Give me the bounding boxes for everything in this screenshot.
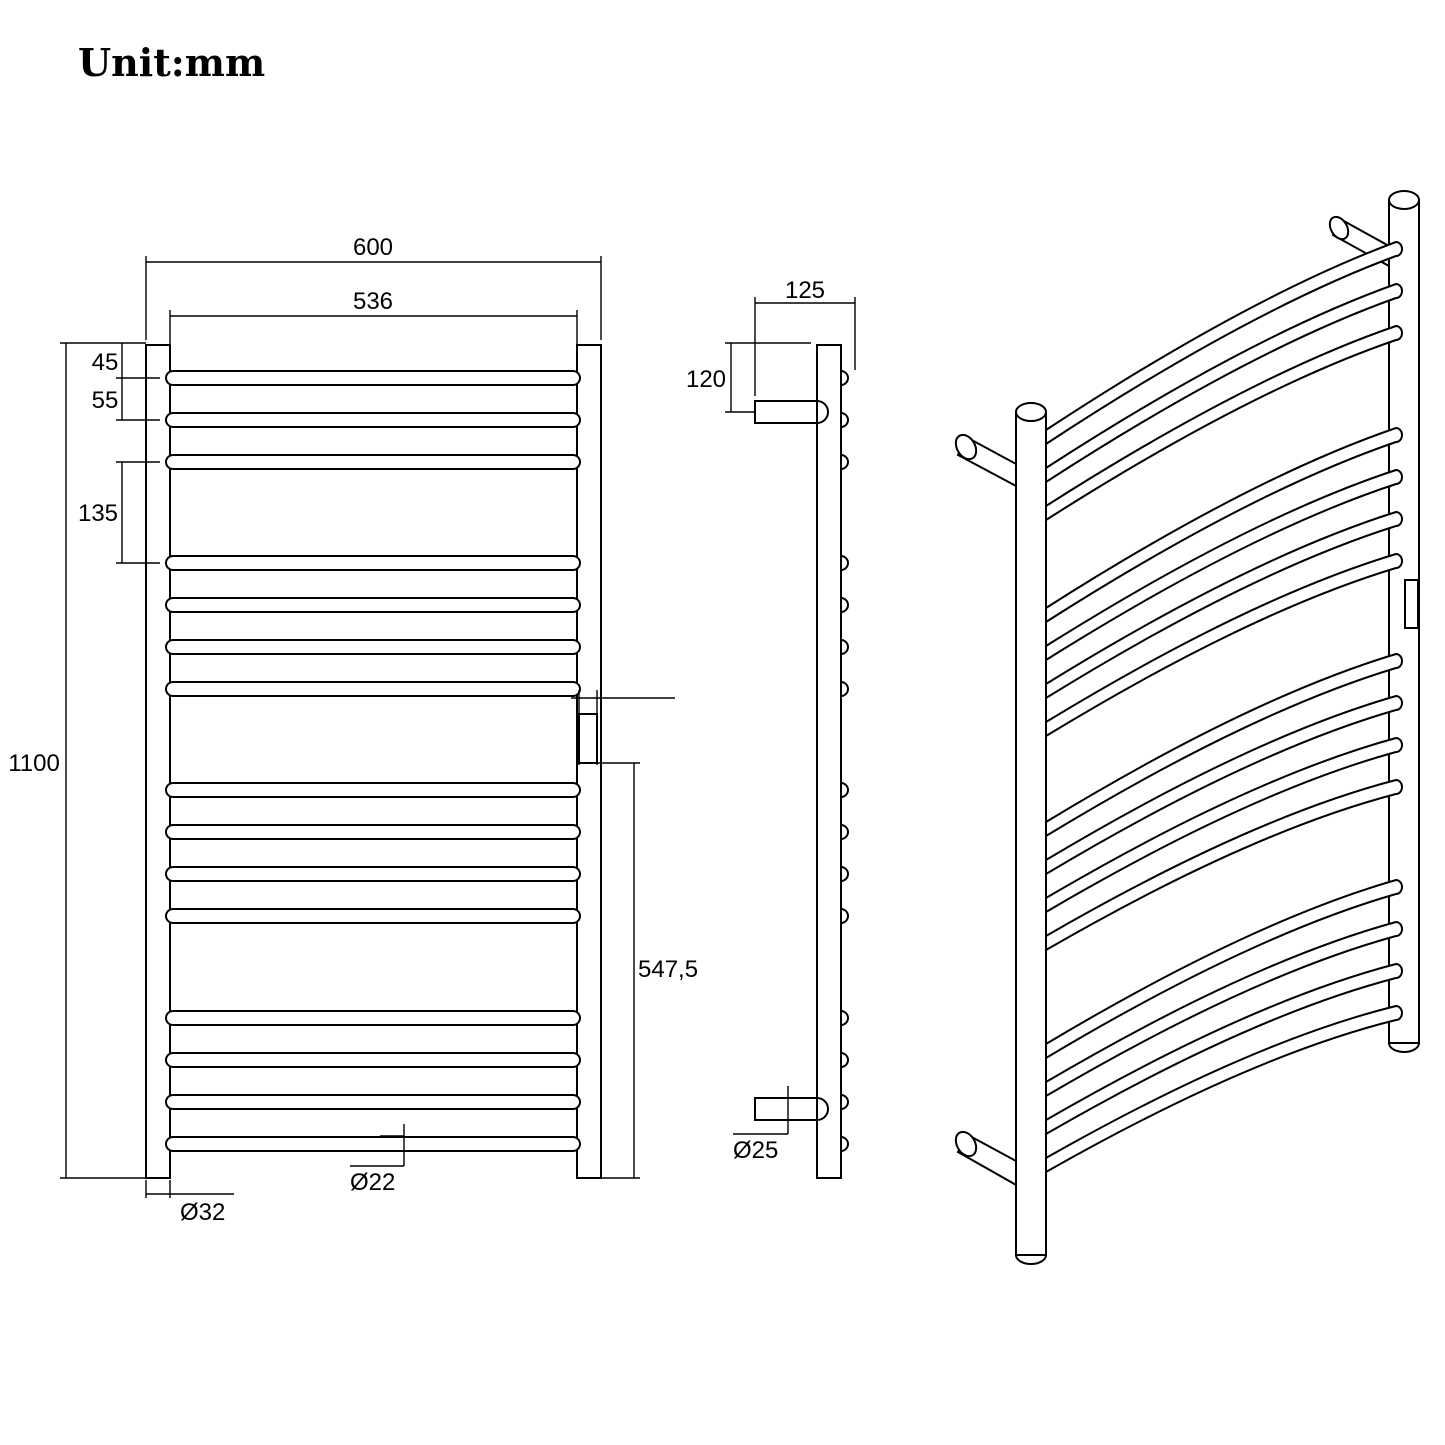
dim-120: 120 xyxy=(686,366,726,393)
dim-125: 125 xyxy=(785,277,825,304)
dim-600: 600 xyxy=(353,234,393,261)
side-post xyxy=(816,344,842,1179)
perspective-bar-1 xyxy=(1045,240,1403,445)
front-bar-3 xyxy=(165,454,581,470)
perspective-bars xyxy=(1045,240,1403,1173)
perspective-connection-box xyxy=(1404,579,1419,629)
connection-box xyxy=(578,713,598,764)
perspective-bar-7 xyxy=(1045,552,1403,737)
perspective-bar-6 xyxy=(1045,510,1403,699)
right-post xyxy=(576,344,602,1179)
side-bar-end-15 xyxy=(840,1136,849,1152)
side-bar-end-5 xyxy=(840,597,849,613)
front-bar-14 xyxy=(165,1094,581,1110)
perspective-bar-11 xyxy=(1045,778,1403,951)
perspective-bar-4 xyxy=(1045,426,1403,623)
perspective-left-post xyxy=(1015,411,1047,1256)
perspective-bar-10 xyxy=(1045,736,1403,913)
front-bar-11 xyxy=(165,908,581,924)
front-bar-6 xyxy=(165,639,581,655)
perspective-bar-12 xyxy=(1045,878,1403,1059)
front-view: 600 536 1100 45 55 135 547 xyxy=(8,234,698,1226)
dim-45: 45 xyxy=(92,349,119,376)
dim-135: 135 xyxy=(78,500,118,527)
unit-title: Unit:mm xyxy=(78,40,266,85)
side-view: 125 120 Ø25 xyxy=(686,277,856,1179)
perspective-bar-13 xyxy=(1045,920,1403,1097)
side-bar-end-4 xyxy=(840,555,849,571)
side-bar-ends xyxy=(840,370,849,1152)
dim-diameter-32: Ø32 xyxy=(180,1199,225,1226)
perspective-bar-3 xyxy=(1045,324,1403,521)
perspective-bar-15 xyxy=(1045,1004,1403,1173)
dim-55: 55 xyxy=(92,387,119,414)
dim-diameter-25: Ø25 xyxy=(733,1137,778,1164)
front-bar-15 xyxy=(165,1136,581,1152)
perspective-bar-2 xyxy=(1045,282,1403,483)
side-bar-end-6 xyxy=(840,639,849,655)
side-bar-end-14 xyxy=(840,1094,849,1110)
front-bar-2 xyxy=(165,412,581,428)
dim-1100: 1100 xyxy=(8,750,60,777)
front-bar-4 xyxy=(165,555,581,571)
perspective-bar-9 xyxy=(1045,694,1403,875)
side-bar-end-1 xyxy=(840,370,849,386)
perspective-bar-14 xyxy=(1045,962,1403,1135)
side-bar-end-11 xyxy=(840,908,849,924)
top-wall-bracket xyxy=(754,400,818,424)
front-bar-5 xyxy=(165,597,581,613)
perspective-bar-8 xyxy=(1045,652,1403,837)
left-post xyxy=(145,344,171,1179)
side-bar-end-13 xyxy=(840,1052,849,1068)
side-bar-end-3 xyxy=(840,454,849,470)
perspective-view xyxy=(954,190,1420,1265)
front-bar-1 xyxy=(165,370,581,386)
front-bar-12 xyxy=(165,1010,581,1026)
dim-diameter-22: Ø22 xyxy=(350,1169,395,1196)
dim-536: 536 xyxy=(353,288,393,315)
front-bar-7 xyxy=(165,681,581,697)
perspective-bar-5 xyxy=(1045,468,1403,661)
bottom-wall-bracket xyxy=(754,1097,818,1121)
front-bar-8 xyxy=(165,782,581,798)
front-bar-13 xyxy=(165,1052,581,1068)
side-bar-end-12 xyxy=(840,1010,849,1026)
side-bar-end-10 xyxy=(840,866,849,882)
side-bar-end-2 xyxy=(840,412,849,428)
side-bar-end-8 xyxy=(840,782,849,798)
front-bar-9 xyxy=(165,824,581,840)
side-bar-end-9 xyxy=(840,824,849,840)
front-bars xyxy=(165,370,581,1152)
front-bar-10 xyxy=(165,866,581,882)
dim-547-5: 547,5 xyxy=(638,956,698,983)
side-bar-end-7 xyxy=(840,681,849,697)
